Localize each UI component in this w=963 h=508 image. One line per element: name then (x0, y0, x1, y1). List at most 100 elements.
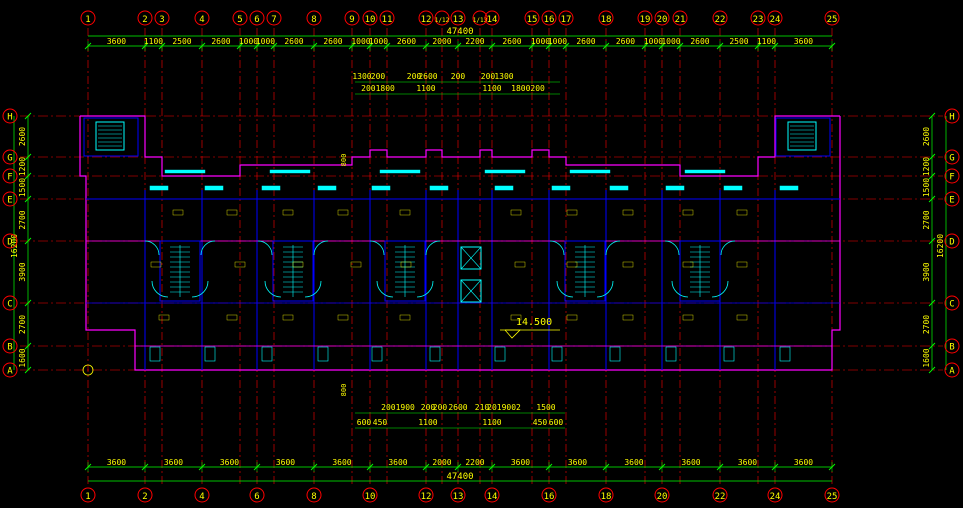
detail-dim-value: 2001800 (361, 84, 395, 93)
door-swing (425, 240, 441, 256)
axis-bubble (379, 10, 395, 26)
axis-label: C (7, 300, 12, 310)
room-label-mark (337, 314, 349, 321)
dim-tick (24, 299, 32, 307)
axis-bubble (137, 487, 153, 503)
detail-dim-value: 1300 (352, 72, 371, 81)
elevator-cross (460, 246, 482, 270)
window-sill (723, 346, 735, 362)
side-dim-value: 1500 (18, 178, 27, 197)
dim-value: 3600 (332, 458, 351, 467)
axis-label: F (7, 173, 12, 183)
dim-value: 2600 (690, 37, 709, 46)
axis-bubble (2, 108, 18, 124)
axis-bubble (2, 295, 18, 311)
axis-label: G (949, 154, 954, 164)
axis-label: 4 (199, 15, 204, 25)
axis-bubble (712, 487, 728, 503)
window-sill (551, 346, 563, 362)
axis-bubble (194, 487, 210, 503)
room-label-mark (150, 261, 162, 268)
door-swing (556, 280, 574, 298)
dim-value: 2600 (323, 37, 342, 46)
detail-dim-value: 450 (373, 418, 388, 427)
window-sill (371, 346, 383, 362)
axis-label: H (949, 113, 954, 123)
window (149, 185, 169, 191)
door-swing (664, 240, 680, 256)
door-swing (200, 240, 216, 256)
axis-bubble (137, 10, 153, 26)
dim-value: 3600 (388, 458, 407, 467)
dim-value: 2000 (432, 458, 451, 467)
dim-tick (928, 172, 936, 180)
room-label-mark (622, 314, 634, 321)
dim-value: 3600 (568, 458, 587, 467)
window (317, 185, 337, 191)
door-swing (720, 240, 736, 256)
axis-bubble (944, 362, 960, 378)
side-dim-value: 2700 (18, 315, 27, 334)
side-dim-value: 1600 (18, 348, 27, 367)
dim-tick (24, 195, 32, 203)
dim-value: 2000 (432, 37, 451, 46)
stair-flight (95, 121, 125, 151)
side-dim-value: 1200 (922, 157, 931, 176)
window (609, 185, 629, 191)
axis-label: 22 (715, 15, 726, 25)
axis-bubble (418, 10, 434, 26)
dim-value: 1000 (661, 37, 680, 46)
axis-label: 22 (715, 492, 726, 502)
door-swing (549, 240, 565, 256)
door-swing (416, 280, 434, 298)
axis-label: 18 (601, 15, 612, 25)
axis-bubble (944, 233, 960, 249)
room-label-mark (292, 261, 304, 268)
window (779, 185, 799, 191)
side-dim-value: 2700 (922, 210, 931, 229)
level-marker (504, 329, 521, 339)
axis-bubble (80, 487, 96, 503)
room-label-mark (510, 314, 522, 321)
axis-label: D (7, 238, 12, 248)
axis-label: 2 (142, 492, 147, 502)
room-label-mark (682, 209, 694, 216)
dim-value: 2600 (502, 37, 521, 46)
dim-value: 1100 (144, 37, 163, 46)
axis-bubble (541, 487, 557, 503)
door-swing (151, 280, 169, 298)
axis-bubble (558, 10, 574, 26)
axis-label: B (949, 343, 954, 353)
axis-bubble (824, 487, 840, 503)
dim-value: 3600 (276, 458, 295, 467)
axis-label: E (7, 196, 12, 206)
axis-label: 1 (85, 15, 90, 25)
door-swing (304, 280, 322, 298)
stair-core (775, 117, 831, 157)
axis-label: 12 (421, 492, 432, 502)
axis-label: 11 (382, 15, 393, 25)
axis-label: 17 (561, 15, 572, 25)
axis-bubble (944, 168, 960, 184)
door-swing (264, 280, 282, 298)
axis-bubble (2, 149, 18, 165)
axis-label: 19 (640, 15, 651, 25)
detail-dim-value: 1100 (416, 84, 435, 93)
axis-bubble (672, 10, 688, 26)
dim-value: 3600 (624, 458, 643, 467)
door-swing (605, 240, 621, 256)
axis-label: 18 (601, 492, 612, 502)
detail-dim-value: 600 (357, 418, 372, 427)
axis-bubble (266, 10, 282, 26)
elevator-shaft (460, 246, 482, 270)
room-label-mark (622, 261, 634, 268)
axis-label: 8 (311, 15, 316, 25)
unit-stair (679, 240, 721, 302)
dim-value: 2600 (284, 37, 303, 46)
detail-dim-value: 1800200 (511, 84, 545, 93)
balcony-window (484, 169, 526, 174)
axis-label: 1/13 (473, 17, 488, 24)
dim-value: 3600 (511, 458, 530, 467)
dim-value: 3600 (738, 458, 757, 467)
